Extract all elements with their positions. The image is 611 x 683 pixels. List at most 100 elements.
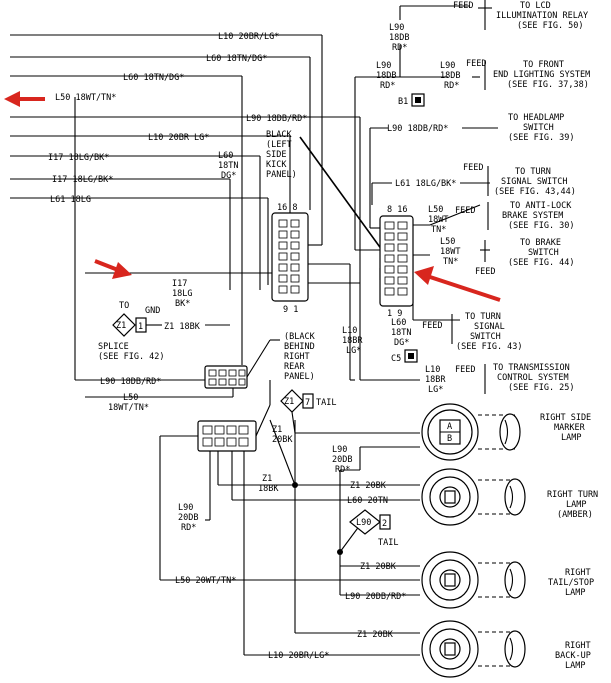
label-gnd: GND [145,306,160,316]
label-brake: TO BRAKE SWITCH (SEE FIG. 44) [508,238,575,268]
svg-text:LG*: LG* [428,385,443,395]
svg-text:C5: C5 [391,354,401,364]
label-l60-turn: L60 18TN DG* [391,318,411,348]
svg-text:SIDE: SIDE [266,150,286,160]
svg-text:L90: L90 [332,445,347,455]
svg-text:SWITCH: SWITCH [528,248,559,258]
label-l50-mid: L50 18WT/TN* [55,93,116,103]
svg-text:RIGHT: RIGHT [284,352,310,362]
svg-text:Z1: Z1 [272,425,282,435]
label-l50-low: L50 18WT/TN* [108,393,149,413]
svg-text:(SEE FIG. 44): (SEE FIG. 44) [508,258,575,268]
label-feed-top: FEED [453,1,473,11]
svg-text:KICK: KICK [266,160,287,170]
label-l90-b: L90 18DB RD* [376,61,396,91]
svg-text:18TN: 18TN [218,161,238,171]
top-right-wires [349,5,490,381]
svg-text:DG*: DG* [394,338,409,348]
label-l10-trans: L10 18BR LG* [425,365,446,395]
svg-text:18DB: 18DB [440,71,460,81]
svg-text:TO TURN: TO TURN [465,312,501,322]
svg-text:(SEE FIG. 42): (SEE FIG. 42) [98,352,165,362]
svg-text:RD*: RD* [380,81,395,91]
svg-text:BEHIND: BEHIND [284,342,315,352]
svg-text:L10: L10 [342,326,357,336]
svg-text:Z1: Z1 [284,397,294,407]
svg-text:B: B [447,434,452,444]
svg-text:(SEE FIG. 50): (SEE FIG. 50) [517,21,584,31]
label-feed-abs: FEED [455,206,475,216]
svg-text:TO HEADLAMP: TO HEADLAMP [508,113,564,123]
kick-panel-connector: 16 8 9 1 [271,203,309,315]
svg-text:18TN: 18TN [391,328,411,338]
label-black-rear: (BLACK BEHIND RIGHT REAR PANEL) [284,332,316,382]
svg-text:(BLACK: (BLACK [284,332,316,342]
label-l10-top: L10 20BR/LG* [218,32,279,42]
svg-text:18WT: 18WT [428,215,448,225]
label-l90-low: L90 18DB/RD* [100,377,161,387]
label-l90-mid: L90 18DB/RD* [246,114,307,124]
svg-text:18WT/TN*: 18WT/TN* [108,403,149,413]
svg-text:SWITCH: SWITCH [470,332,501,342]
label-l50-b: L50 18WT TN* [440,237,460,267]
svg-text:LG*: LG* [346,346,361,356]
svg-text:LAMP: LAMP [561,433,581,443]
label-l90-a: L90 18DB RD* [389,23,409,53]
label-l90-20db-rd: L90 20DB/RD* [345,592,406,602]
svg-text:END LIGHTING SYSTEM: END LIGHTING SYSTEM [493,70,590,80]
svg-text:BLACK: BLACK [266,130,292,140]
svg-text:L90: L90 [376,61,391,71]
label-tail-b: TAIL [378,538,398,548]
svg-text:RIGHT SIDE: RIGHT SIDE [540,413,591,423]
svg-text:TN*: TN* [431,225,446,235]
svg-text:TO BRAKE: TO BRAKE [520,238,561,248]
svg-text:L90: L90 [440,61,455,71]
label-side-marker: RIGHT SIDE MARKER LAMP [540,413,591,443]
label-z1-18bk: Z1 18BK [164,322,201,332]
label-l10-20br: L10 20BR/LG* [268,651,329,661]
label-l61-18lgbk: L61 18LG/BK* [395,179,456,189]
label-abs: TO ANTI-LOCK BRAKE SYSTEM (SEE FIG. 30) [502,201,575,231]
svg-text:ILLUMINATION RELAY: ILLUMINATION RELAY [496,11,588,21]
svg-text:RIGHT TURN: RIGHT TURN [547,490,598,500]
svg-text:FEED: FEED [453,1,473,11]
z1-tail-badge: Z1 7 [280,389,314,413]
svg-text:LAMP: LAMP [565,588,585,598]
label-z1-20bk-a: Z1 20BK [272,425,293,445]
svg-text:TO FRONT: TO FRONT [523,60,564,70]
svg-text:L90: L90 [356,518,371,528]
label-feed-l60: FEED [422,321,442,331]
label-i17-c: I17 18LG BK* [172,279,192,309]
top-left-wires [10,34,361,381]
label-i117-a: I17 18LG/BK* [48,153,109,163]
label-l60-mid: L60 18TN/DG* [123,73,184,83]
svg-text:18WT: 18WT [440,247,460,257]
svg-text:9 1: 9 1 [283,305,298,315]
svg-text:TO ANTI-LOCK: TO ANTI-LOCK [510,201,572,211]
c5-connector: C5 [391,349,418,364]
label-turn-sig2: TO TURN SIGNAL SWITCH (SEE FIG. 43) [456,312,523,352]
red-arrow-mid [94,259,132,279]
svg-text:TN*: TN* [443,257,458,267]
svg-text:L90: L90 [178,503,193,513]
svg-text:A: A [447,422,452,432]
svg-text:B1: B1 [398,97,408,107]
svg-text:RD*: RD* [181,523,196,533]
svg-text:18DB: 18DB [389,33,409,43]
svg-text:2: 2 [382,519,387,529]
svg-text:SPLICE: SPLICE [98,342,129,352]
label-backup: RIGHT BACK-UP LAMP [555,641,591,671]
svg-text:8 16: 8 16 [387,205,407,215]
label-i17-b: I17 18LG/BK* [52,175,113,185]
label-feed-front: FEED [466,59,486,69]
label-tail-a: TAIL [316,398,336,408]
label-z1-20bk-d: Z1 20BK [357,630,394,640]
svg-text:20DB: 20DB [332,455,352,465]
label-turn-lamp: RIGHT TURN LAMP (AMBER) [547,490,598,520]
svg-text:TO TRANSMISSION: TO TRANSMISSION [493,363,570,373]
svg-text:(SEE FIG. 30): (SEE FIG. 30) [508,221,575,231]
label-feed-turn: FEED [463,163,483,173]
label-black-kick: BLACK (LEFT SIDE KICK PANEL) [266,130,297,180]
svg-text:L10: L10 [425,365,440,375]
label-l90-vert: L90 20DB RD* [178,503,198,533]
